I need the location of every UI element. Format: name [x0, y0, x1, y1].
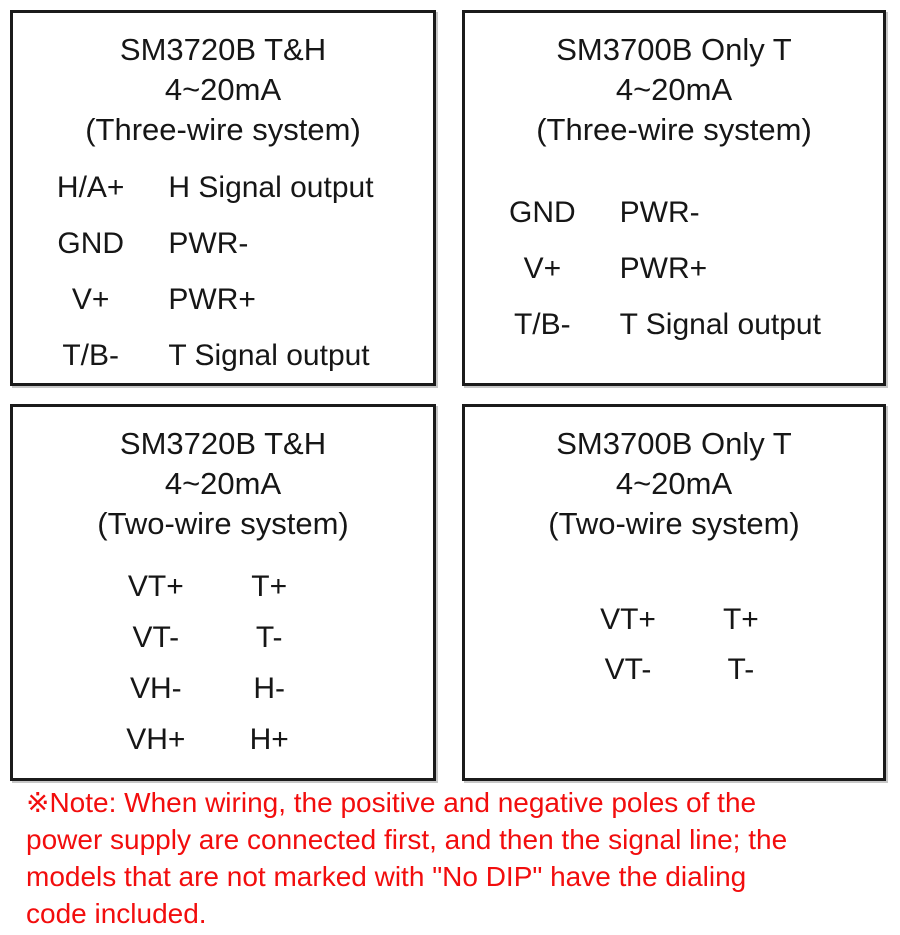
pin-description: PWR+ — [619, 252, 708, 285]
pin-label: VT- — [132, 620, 180, 654]
pin-label: GND — [57, 227, 125, 260]
pin-row: H/A+ H Signal output — [13, 160, 433, 216]
pin-row: V+ PWR+ — [13, 272, 433, 328]
pin-table: VT+ T+ VT- T- — [572, 595, 798, 695]
pin-row: T/B- T Signal output — [13, 328, 433, 384]
pin-description: T Signal output — [619, 308, 821, 341]
pin-description: PWR+ — [168, 283, 256, 316]
pin-row: VT- T- — [99, 612, 326, 663]
panel-model: SM3720B T&H — [119, 32, 327, 67]
pin-table: GND PWR- V+ PWR+ T/B- T Signal output — [465, 185, 883, 353]
pin-label: VT+ — [127, 569, 184, 603]
panel-signal: 4~20mA — [615, 466, 733, 501]
note-line: models that are not marked with "No DIP"… — [26, 861, 747, 892]
panel-header: SM3720B T&H 4~20mA (Two-wire system) — [13, 407, 433, 544]
pin-row: VH+ H+ — [99, 714, 326, 765]
panel-sm3720b-three-wire: SM3720B T&H 4~20mA (Three-wire system) H… — [10, 10, 436, 386]
pin-row: VT+ T+ — [99, 561, 326, 612]
pin-row: VT- T- — [572, 645, 798, 695]
pin-label: GND — [508, 196, 576, 229]
panel-sm3720b-two-wire: SM3720B T&H 4~20mA (Two-wire system) VT+… — [10, 404, 436, 781]
panel-sm3700b-three-wire: SM3700B Only T 4~20mA (Three-wire system… — [462, 10, 886, 386]
pin-label: H- — [253, 671, 286, 705]
pin-description: T Signal output — [168, 339, 370, 372]
pin-description: PWR- — [168, 227, 249, 260]
panel-header: SM3720B T&H 4~20mA (Three-wire system) — [13, 13, 433, 150]
pin-label: T- — [727, 653, 755, 686]
pin-label: T+ — [251, 569, 288, 603]
pin-row: V+ PWR+ — [465, 241, 883, 297]
pin-label: T- — [255, 620, 283, 654]
note-line: power supply are connected first, and th… — [26, 824, 788, 855]
pin-description: H Signal output — [168, 171, 374, 204]
panel-system: (Two-wire system) — [548, 506, 800, 541]
panel-system: (Three-wire system) — [85, 112, 361, 147]
panel-system: (Three-wire system) — [536, 112, 812, 147]
pin-label: H/A+ — [56, 171, 125, 204]
pin-table: VT+ T+ VT- T- VH- H- VH+ H+ — [99, 561, 326, 765]
pin-description: PWR- — [619, 196, 700, 229]
note-line: code included. — [26, 898, 207, 929]
pin-label: VH- — [129, 671, 182, 705]
pin-label: VT- — [604, 653, 652, 686]
pin-label: VT+ — [600, 603, 656, 636]
pin-table: H/A+ H Signal output GND PWR- V+ PWR+ T/… — [13, 160, 433, 384]
panel-signal: 4~20mA — [164, 466, 282, 501]
pin-label: H+ — [249, 722, 289, 756]
panel-header: SM3700B Only T 4~20mA (Two-wire system) — [465, 407, 883, 544]
panel-model: SM3720B T&H — [119, 426, 327, 461]
pin-label: T+ — [722, 603, 759, 636]
note-line: ※Note: When wiring, the positive and neg… — [26, 787, 757, 818]
pin-row: GND PWR- — [13, 216, 433, 272]
panel-model: SM3700B Only T — [556, 426, 792, 461]
pin-label: T/B- — [513, 308, 571, 341]
panel-signal: 4~20mA — [164, 72, 282, 107]
pin-row: VH- H- — [99, 663, 326, 714]
pin-row: GND PWR- — [465, 185, 883, 241]
pin-label: VH+ — [126, 722, 186, 756]
panel-model: SM3700B Only T — [556, 32, 792, 67]
panel-header: SM3700B Only T 4~20mA (Three-wire system… — [465, 13, 883, 150]
note-text: ※Note: When wiring, the positive and neg… — [26, 784, 886, 932]
pin-row: T/B- T Signal output — [465, 297, 883, 353]
panel-sm3700b-two-wire: SM3700B Only T 4~20mA (Two-wire system) … — [462, 404, 886, 781]
pin-label: V+ — [71, 283, 110, 316]
pin-row: VT+ T+ — [572, 595, 798, 645]
pin-label: V+ — [523, 252, 562, 285]
pin-label: T/B- — [62, 339, 120, 372]
panel-system: (Two-wire system) — [97, 506, 349, 541]
panel-signal: 4~20mA — [615, 72, 733, 107]
